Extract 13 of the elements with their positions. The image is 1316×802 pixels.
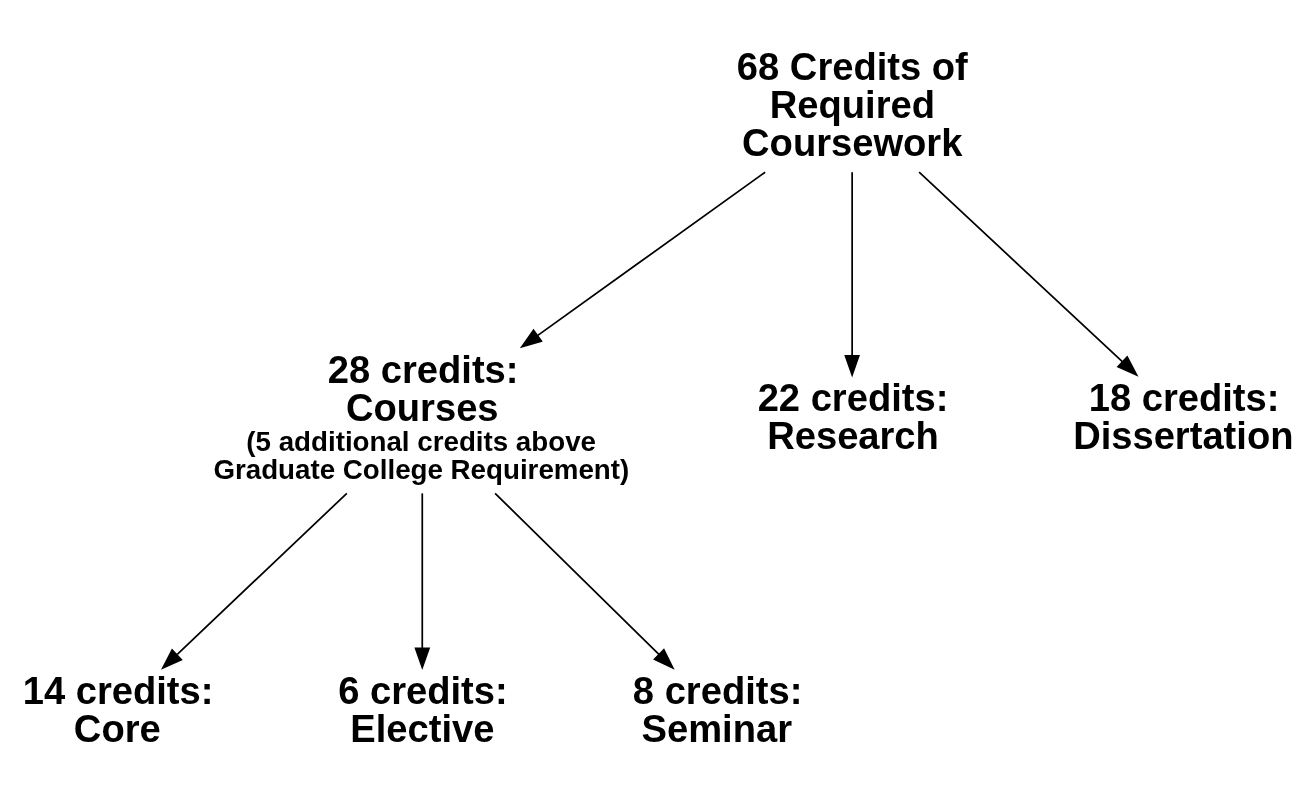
node-text: 6 credits: Elective [338,668,508,750]
arrow [494,492,675,670]
node-text: 28 credits: Courses (5 additional credits above Graduate College Requirement) [213,347,630,485]
arrow [918,171,1139,377]
arrow [519,171,766,349]
arrow [414,492,431,671]
node-text: 68 Credits of Required Coursework [736,44,968,164]
arrow [161,492,348,670]
node-text: 22 credits: Research [757,375,949,457]
node-text: 14 credits: Core [22,668,214,750]
node-text: 18 credits: Dissertation [1073,375,1294,457]
arrow [844,171,861,378]
node-text: 8 credits: Seminar [632,668,803,750]
